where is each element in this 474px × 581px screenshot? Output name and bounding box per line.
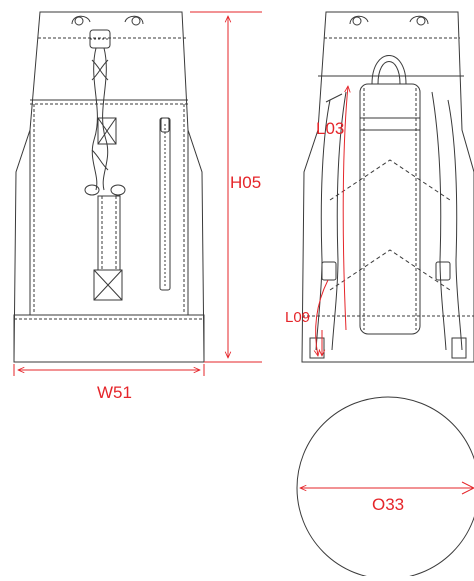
back-body-outline xyxy=(301,11,474,363)
diameter-label: O33 xyxy=(372,495,404,514)
front-cord-left xyxy=(91,47,98,191)
back-left-strap xyxy=(315,99,331,351)
strap-lower-label: L09 xyxy=(285,309,310,326)
base-dimensions xyxy=(300,481,474,495)
back-left-buckle xyxy=(321,261,337,281)
front-knot-left xyxy=(84,184,100,196)
front-knot-right xyxy=(110,184,126,196)
width-label: W51 xyxy=(97,383,132,402)
back-handle xyxy=(371,55,407,85)
front-dimensions xyxy=(13,11,262,376)
back-view xyxy=(301,11,474,363)
front-view xyxy=(13,11,205,363)
front-x-patch xyxy=(97,117,117,145)
front-eyelet-right xyxy=(131,16,141,26)
front-cord-right xyxy=(102,47,109,191)
front-cord-loop-right xyxy=(124,15,144,25)
back-chevron-upper xyxy=(329,159,451,201)
height-label: H05 xyxy=(230,173,261,192)
front-cord-loop-left xyxy=(71,15,91,25)
strap-lower-dimension-line xyxy=(316,279,329,356)
back-chevron-lower xyxy=(329,249,451,291)
strap-dimension-line xyxy=(342,86,348,331)
front-bottom-patch xyxy=(93,269,123,301)
front-zipper-pull xyxy=(160,117,170,133)
base-circle xyxy=(296,396,474,580)
back-dimensions xyxy=(316,86,348,356)
strap-length-label: L03 xyxy=(316,119,344,138)
back-right-buckle xyxy=(435,261,451,281)
front-webbing xyxy=(97,195,121,271)
front-base-band xyxy=(13,314,205,363)
front-eyelet-left xyxy=(74,16,84,26)
back-pad xyxy=(359,83,421,335)
back-right-strap xyxy=(447,99,463,351)
front-body-outline xyxy=(13,11,205,363)
